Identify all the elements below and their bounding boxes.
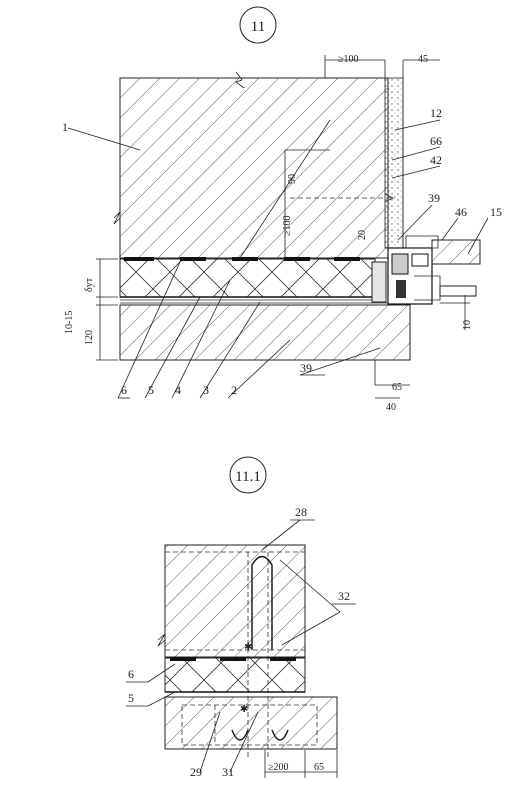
callout-12: 12 <box>430 106 442 120</box>
dim-top-100: ≥100 <box>338 54 359 65</box>
dim-20: 20 <box>357 230 368 240</box>
facade-finish-layer <box>384 77 404 249</box>
loop-rebar-31 <box>231 729 249 741</box>
callout-6: 6 <box>121 383 127 397</box>
svg-text:✱: ✱ <box>244 642 252 653</box>
callout-15: 15 <box>490 205 502 219</box>
dim-delta-ut: δут <box>84 277 95 292</box>
window-frame <box>387 235 481 305</box>
dim-65: 65 <box>392 382 402 393</box>
dim-90: 90 <box>287 174 298 184</box>
insulation-layer <box>119 258 376 298</box>
dim-45: 45 <box>418 54 428 65</box>
dim-200: ≥200 <box>268 762 289 773</box>
lower-slab-11-1 <box>164 696 338 750</box>
break-mark <box>113 211 121 225</box>
dim-120: 120 <box>84 330 95 345</box>
loop-rebar-28 <box>251 555 273 650</box>
upper-concrete-slab <box>119 77 389 259</box>
callout-31: 31 <box>222 765 234 779</box>
callout-4: 4 <box>175 383 181 397</box>
callout-3: 3 <box>203 383 209 397</box>
callout-28: 28 <box>295 505 307 519</box>
bearing-strips-11-1 <box>170 657 296 661</box>
detail-11-title-circle <box>239 6 277 44</box>
detail-11-1: 11.1 ✱ ✱ ≥200 65 <box>126 456 356 779</box>
callout-66: 66 <box>430 134 442 148</box>
detail-11: 11 <box>62 6 502 413</box>
callout-42: 42 <box>430 153 442 167</box>
callout-46: 46 <box>455 205 467 219</box>
detail-11-title: 11 <box>251 19 265 35</box>
callout-32: 32 <box>338 589 350 603</box>
bearing-strips <box>124 257 360 261</box>
dim-100-vert: ≥100 <box>282 216 293 237</box>
dim-40: 40 <box>386 402 396 413</box>
lower-concrete-slab <box>119 304 411 361</box>
callout-1: 1 <box>62 120 68 134</box>
callout-39-top: 39 <box>428 191 440 205</box>
insulation-11-1 <box>164 657 306 693</box>
callout-2: 2 <box>231 383 237 397</box>
dim-10-15: 10-15 <box>64 311 75 334</box>
upper-slab-11-1 <box>164 544 306 658</box>
svg-text:✱: ✱ <box>240 704 248 715</box>
callout-39-bottom: 39 <box>300 361 312 375</box>
dim-65-sub: 65 <box>314 762 324 773</box>
dim-10: 10 <box>462 320 473 330</box>
callout-29: 29 <box>190 765 202 779</box>
callout-5: 5 <box>148 383 154 397</box>
callout-6-sub: 6 <box>128 667 134 681</box>
break-mark-top <box>235 71 245 89</box>
detail-11-1-title-circle <box>229 456 267 494</box>
callout-5-sub: 5 <box>128 691 134 705</box>
detail-11-1-title: 11.1 <box>235 469 261 485</box>
